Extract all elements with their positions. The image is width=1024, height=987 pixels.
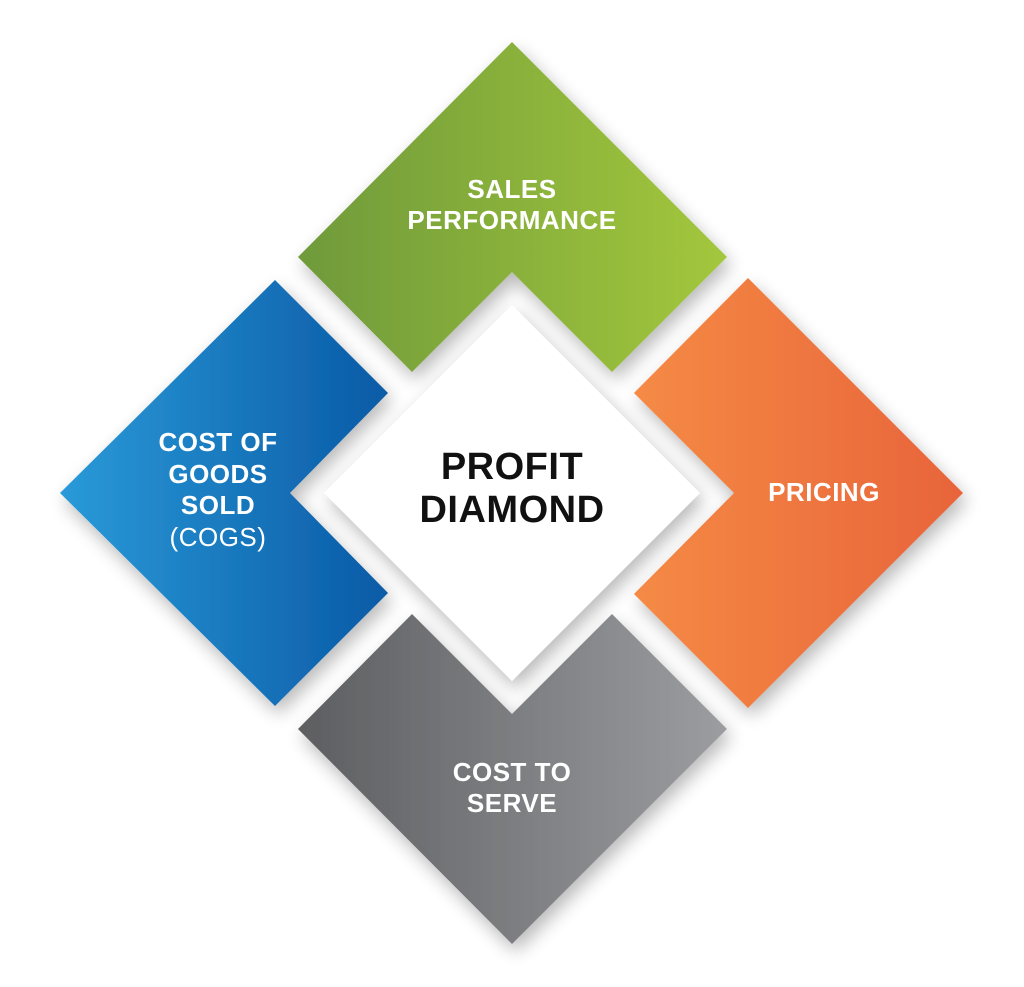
cogs-diamond <box>60 280 388 706</box>
cogs-line2: GOODS <box>168 458 268 489</box>
pricing-diamond <box>634 278 963 708</box>
cogs-line3: SOLD <box>180 490 256 521</box>
sales-performance-label: SALES PERFORMANCE <box>362 174 662 236</box>
cost-to-serve-line1: COST TO <box>452 757 572 787</box>
sales-performance-diamond <box>298 42 727 372</box>
cost-to-serve-line2: SERVE <box>466 788 558 819</box>
profit-diamond-center <box>324 305 700 681</box>
pricing-line1: PRICING <box>768 477 880 507</box>
cost-to-serve-diamond <box>298 614 727 944</box>
cogs-line4: (COGS) <box>169 522 267 553</box>
cogs-label: COST OF GOODS SOLD (COGS) <box>128 427 308 554</box>
profit-diamond-line2: DIAMOND <box>419 488 605 531</box>
pricing-label: PRICING <box>724 477 924 508</box>
profit-diamond-title: PROFIT DIAMOND <box>382 446 642 531</box>
cogs-line1: COST OF <box>158 427 278 457</box>
sales-performance-line1: SALES <box>467 174 557 204</box>
profit-diamond-line1: PROFIT <box>440 446 584 488</box>
cost-to-serve-label: COST TO SERVE <box>392 757 632 819</box>
sales-performance-line2: PERFORMANCE <box>407 205 617 236</box>
